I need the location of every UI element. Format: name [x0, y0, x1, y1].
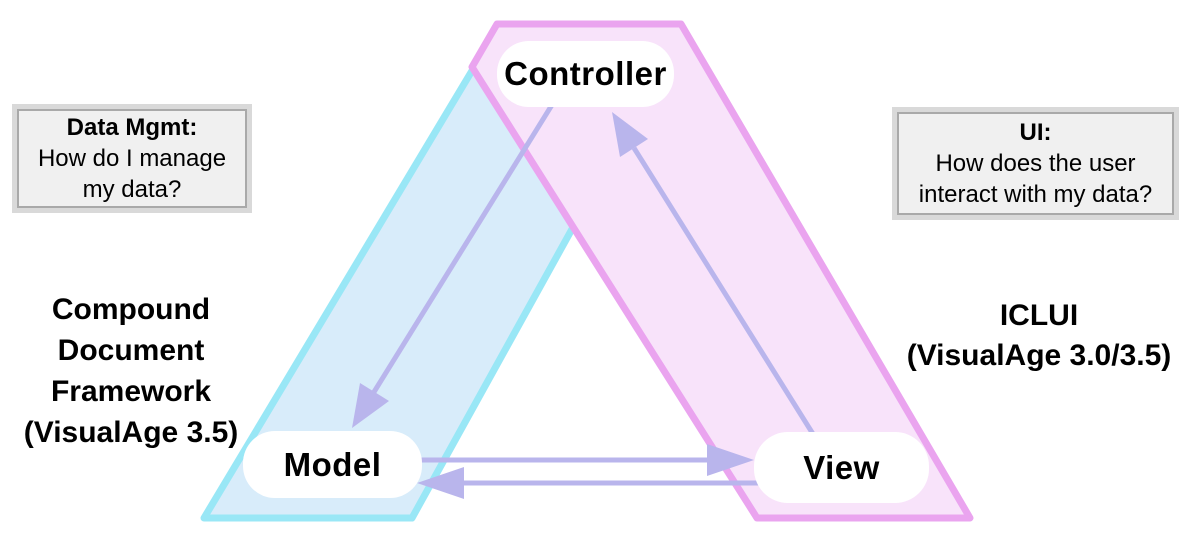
- cdf-label-line1: Compound: [51, 293, 211, 326]
- ui-note: UI: How does the user interact with my d…: [897, 112, 1174, 215]
- controller-node-label: Controller: [504, 55, 667, 92]
- cdf-label-line4: (VisualAge 3.5): [23, 416, 239, 449]
- data-mgmt-note-line2: my data?: [82, 176, 182, 203]
- controller-to-model-arrowhead: [352, 383, 389, 428]
- view-to-controller-arrowhead: [612, 112, 648, 157]
- view-to-controller-arrow: [612, 112, 821, 444]
- view-controller-band: [468, 20, 974, 522]
- ui-note-line2: interact with my data?: [918, 181, 1153, 208]
- view-node: View: [754, 432, 929, 503]
- view-to-model-arrowhead: [417, 467, 464, 499]
- iclui-label: ICLUI (VisualAge 3.0/3.5): [886, 296, 1192, 376]
- model-to-view-arrowhead: [707, 444, 754, 476]
- iclui-label-line2: (VisualAge 3.0/3.5): [906, 339, 1172, 372]
- controller-node: Controller: [497, 41, 674, 107]
- view-to-model-arrow: [417, 467, 800, 499]
- data-mgmt-note: Data Mgmt: How do I manage my data?: [17, 109, 247, 208]
- compound-document-framework-label: Compound Document Framework (VisualAge 3…: [0, 289, 262, 453]
- view-node-label: View: [803, 448, 880, 486]
- iclui-label-line1: ICLUI: [999, 299, 1079, 332]
- ui-note-line1: How does the user: [935, 150, 1136, 177]
- cdf-label-line2: Document: [57, 334, 205, 367]
- model-node-label: Model: [283, 445, 382, 483]
- ui-note-title: UI:: [1019, 119, 1052, 146]
- model-to-view-arrow: [400, 444, 754, 476]
- data-mgmt-note-line1: How do I manage: [37, 145, 227, 172]
- arrows-group: [352, 98, 821, 499]
- data-mgmt-note-title: Data Mgmt:: [66, 114, 198, 141]
- cdf-label-line3: Framework: [50, 375, 212, 408]
- controller-to-model-arrow: [352, 98, 558, 428]
- model-node: Model: [243, 431, 422, 498]
